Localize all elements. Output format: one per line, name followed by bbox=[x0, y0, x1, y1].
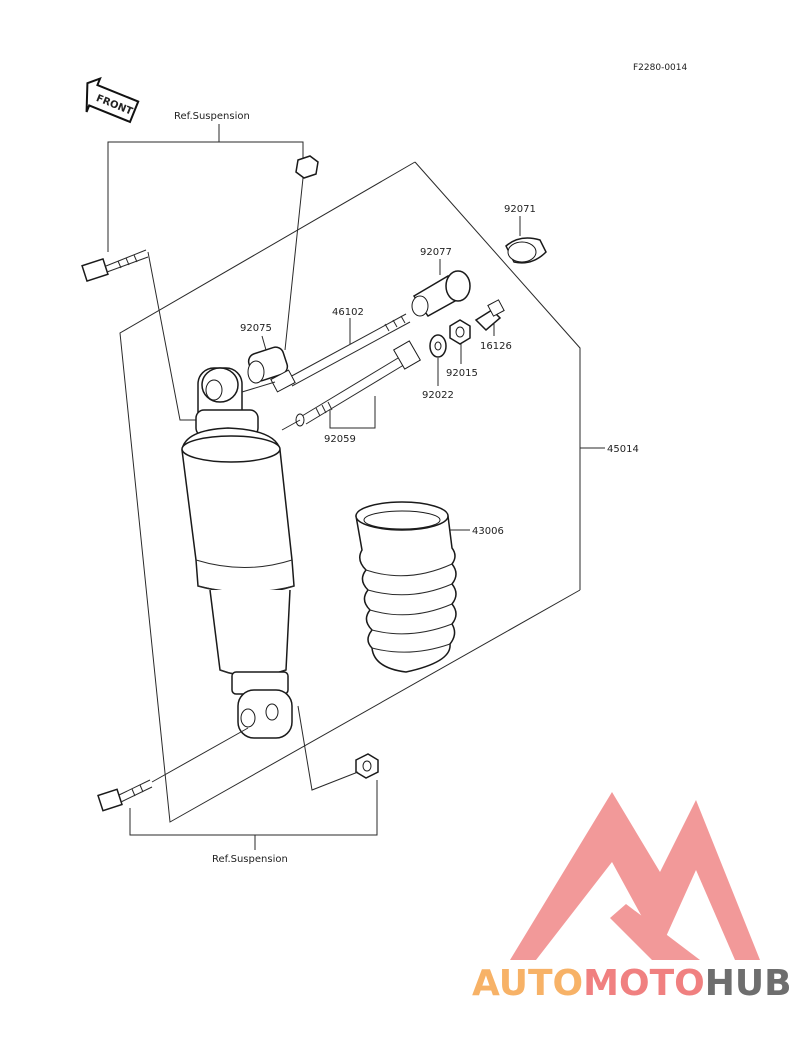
nipple-16126 bbox=[474, 299, 505, 332]
ref-suspension-top: Ref.Suspension bbox=[174, 111, 250, 122]
spacer-92075 bbox=[247, 346, 289, 384]
label-46102: 46102 bbox=[332, 307, 364, 318]
top-nut bbox=[295, 155, 319, 179]
watermark-hub: HUB bbox=[705, 963, 792, 1004]
spacer-92077 bbox=[411, 270, 471, 317]
pin-92059 bbox=[295, 340, 421, 427]
bushing-92071 bbox=[505, 237, 547, 264]
dust-boot-43006 bbox=[355, 501, 457, 673]
watermark-auto: AUTO bbox=[472, 963, 583, 1004]
nut-92015 bbox=[449, 319, 471, 345]
label-92077: 92077 bbox=[420, 247, 452, 258]
washer-92022 bbox=[429, 334, 447, 358]
bolt-46102 bbox=[270, 313, 411, 393]
diagram-code: F2280-0014 bbox=[633, 63, 688, 73]
shock-absorber bbox=[181, 367, 295, 739]
label-92075: 92075 bbox=[240, 323, 272, 334]
label-92022: 92022 bbox=[422, 390, 454, 401]
label-43006: 43006 bbox=[472, 526, 504, 537]
watermark-moto: MOTO bbox=[583, 963, 705, 1004]
label-92015: 92015 bbox=[446, 368, 478, 379]
bottom-nut bbox=[355, 753, 379, 779]
watermark-text: AUTOMOTOHUB bbox=[472, 963, 792, 1004]
ref-suspension-bottom: Ref.Suspension bbox=[212, 854, 288, 865]
bottom-bolt bbox=[97, 779, 153, 812]
watermark-logo-icon bbox=[510, 792, 760, 960]
label-45014: 45014 bbox=[607, 444, 639, 455]
top-bolt bbox=[81, 249, 149, 282]
label-16126: 16126 bbox=[480, 341, 512, 352]
label-92071: 92071 bbox=[504, 204, 536, 215]
front-arrow-icon: FRONT bbox=[85, 76, 140, 124]
label-92059: 92059 bbox=[324, 434, 356, 445]
